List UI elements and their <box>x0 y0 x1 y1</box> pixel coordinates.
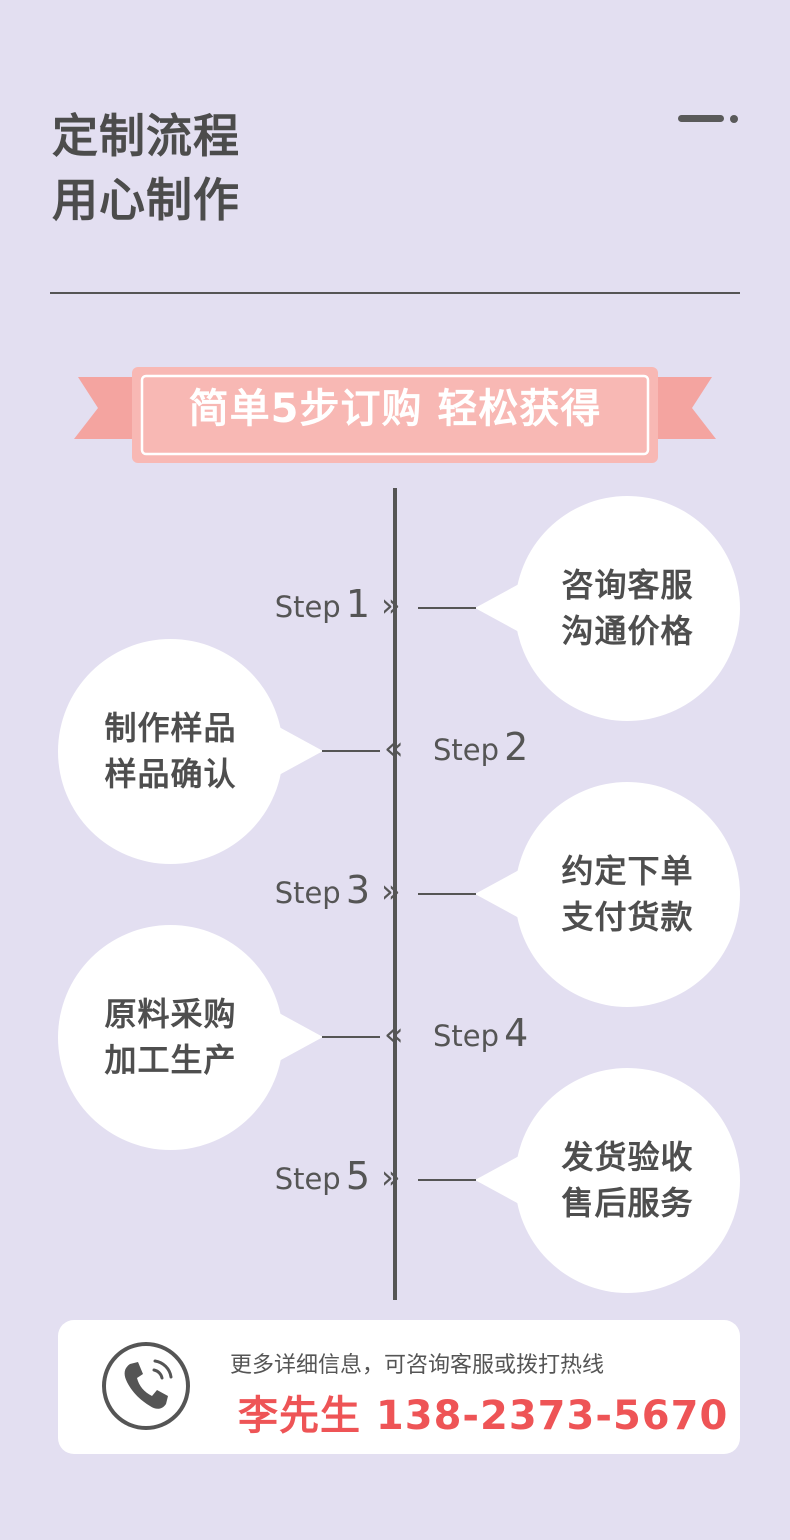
step-4-connector <box>322 1036 380 1038</box>
page-title-line1: 定制流程 <box>52 109 240 163</box>
step-5-number: 5 <box>345 1154 370 1198</box>
step-5-description: 发货验收售后服务 <box>515 1134 740 1226</box>
step-2-label: Step 2 <box>433 725 528 769</box>
step-4-bubble <box>58 924 283 1150</box>
step-1-line1: 咨询客服 <box>561 566 694 604</box>
step-1-word: Step <box>274 590 341 624</box>
step-3-description: 约定下单支付货款 <box>515 848 740 940</box>
chevron-right-icon: » <box>381 872 401 910</box>
step-2-line1: 制作样品 <box>104 709 237 747</box>
step-2-number: 2 <box>504 725 529 769</box>
step-3-connector <box>418 893 476 895</box>
ribbon-right-tail <box>642 377 716 439</box>
step-1-label: Step 1 <box>275 582 370 626</box>
step-2-line2: 样品确认 <box>104 755 237 793</box>
step-4-number: 4 <box>504 1011 529 1055</box>
step-4-word: Step <box>433 1019 500 1053</box>
step-4-description: 原料采购加工生产 <box>58 991 283 1083</box>
decorative-dash <box>678 115 724 122</box>
step-2-bubble <box>58 638 283 864</box>
ribbon-banner <box>74 367 716 463</box>
step-4-label: Step 4 <box>433 1011 528 1055</box>
chevron-right-icon: » <box>381 586 401 624</box>
contact-hint-text: 更多详细信息，可咨询客服或拨打热线 <box>230 1353 605 1378</box>
step-4-line2: 加工生产 <box>104 1041 237 1079</box>
step-1-number: 1 <box>345 582 370 626</box>
step-2-connector <box>322 750 380 752</box>
step-2-bubble-tail <box>268 721 323 781</box>
step-3-number: 3 <box>345 868 370 912</box>
phone-icon[interactable] <box>100 1340 192 1432</box>
chevron-left-icon: « <box>384 1015 404 1053</box>
step-5-line1: 发货验收 <box>561 1138 694 1176</box>
step-3-label: Step 3 <box>275 868 370 912</box>
ribbon-inner-border <box>140 374 650 456</box>
chevron-left-icon: « <box>384 729 404 767</box>
contact-phone-number[interactable]: 李先生 138-2373-5670 <box>238 1393 729 1439</box>
step-4-bubble-tail <box>268 1007 323 1067</box>
step-3-line2: 支付货款 <box>561 898 694 936</box>
step-1-description: 咨询客服沟通价格 <box>515 562 740 654</box>
ribbon-left-tail <box>74 377 148 439</box>
page-title-line2: 用心制作 <box>52 173 240 227</box>
decorative-dot <box>730 115 738 123</box>
step-3-bubble <box>515 781 740 1007</box>
step-2-word: Step <box>433 733 500 767</box>
step-3-word: Step <box>274 876 341 910</box>
step-1-connector <box>418 607 476 609</box>
contact-card <box>58 1320 740 1454</box>
step-5-connector <box>418 1179 476 1181</box>
step-5-label: Step 5 <box>275 1154 370 1198</box>
step-2-description: 制作样品样品确认 <box>58 705 283 797</box>
header-divider <box>50 292 740 294</box>
step-3-line1: 约定下单 <box>561 852 694 890</box>
step-5-line2: 售后服务 <box>561 1184 694 1222</box>
step-1-bubble-tail <box>475 578 530 638</box>
step-3-bubble-tail <box>475 864 530 924</box>
step-1-line2: 沟通价格 <box>561 612 694 650</box>
ribbon-body <box>132 367 658 463</box>
step-5-word: Step <box>274 1162 341 1196</box>
step-5-bubble <box>515 1067 740 1293</box>
step-5-bubble-tail <box>475 1150 530 1210</box>
chevron-right-icon: » <box>381 1158 401 1196</box>
ribbon-text: 简单5步订购 轻松获得 <box>188 386 602 432</box>
step-1-bubble <box>515 495 740 721</box>
step-4-line1: 原料采购 <box>104 995 237 1033</box>
timeline-line <box>393 488 397 1300</box>
